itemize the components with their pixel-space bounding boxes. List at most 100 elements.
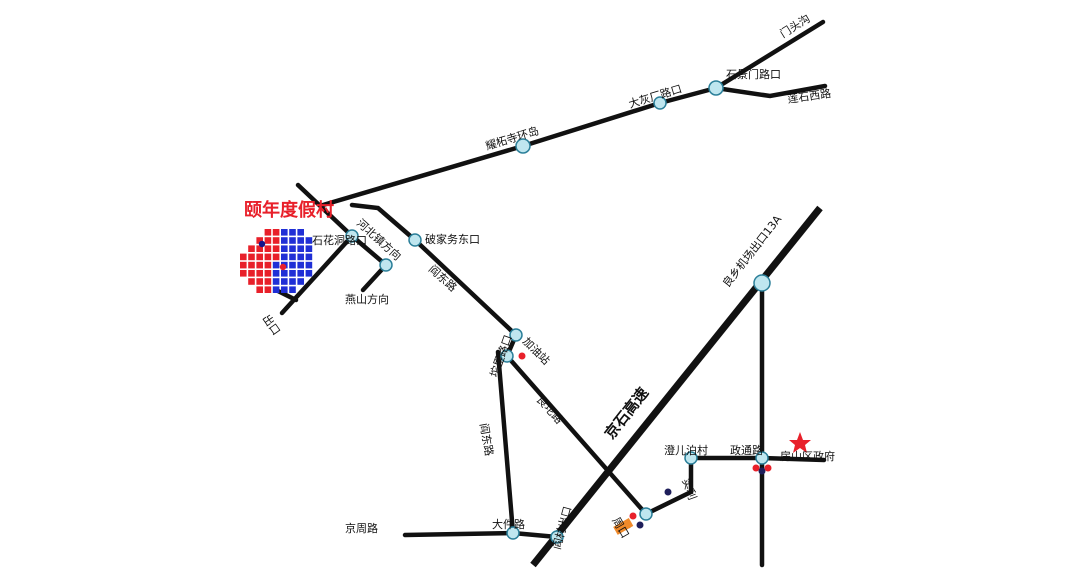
- markers: [518, 352, 811, 535]
- resort-logo-cell: [297, 245, 304, 252]
- resort-logo-cell: [272, 278, 280, 285]
- resort-logo-cell: [281, 237, 288, 244]
- resort-logo-cell: [264, 286, 272, 293]
- label-shanzheng: 出口: [260, 312, 284, 338]
- label-dajian: 大件路: [492, 517, 525, 531]
- resort-logo-cell: [272, 245, 280, 252]
- resort-logo-cell: [256, 286, 263, 293]
- node-shijingmen: [708, 80, 724, 96]
- node-yancun: [550, 530, 564, 544]
- government-star-icon: [789, 432, 811, 453]
- resort-logo-cell: [272, 261, 280, 269]
- resort-logo-cell: [281, 229, 288, 236]
- node-hebeizhen: [379, 258, 393, 272]
- road-to-mentougou: [713, 19, 826, 91]
- road-jingzhou-dajian: [402, 530, 560, 540]
- node-dahuichang: [653, 96, 667, 110]
- resort-logo-cell: [297, 229, 304, 236]
- fangshan-signal-mid: [758, 467, 766, 475]
- resort-logo-cell: [297, 261, 304, 269]
- resort-logo-cell: [264, 237, 272, 244]
- resort-logo-cell: [256, 237, 263, 244]
- resort-logo-cell: [289, 286, 296, 293]
- label-lianshixi: 莲石西路: [787, 87, 832, 106]
- label-jingshi: 京石高速: [601, 384, 652, 442]
- resort-logo-cell: [264, 253, 272, 261]
- resort-logo-cell: [264, 278, 272, 285]
- label-chenerdao: 澄儿泊村: [664, 443, 708, 457]
- resort-logo-cell: [281, 253, 288, 261]
- resort-logo-cell: [264, 261, 272, 269]
- label-shihuadong: 石花洞路口: [312, 234, 367, 247]
- resort-logo-cell: [272, 237, 280, 244]
- road-to-pojiazhuang: [349, 202, 418, 243]
- label-zhoudong-lower: 阎东路: [477, 422, 497, 457]
- node-chenerdao: [684, 451, 698, 465]
- label-mentougou: 门头沟: [777, 11, 812, 40]
- zhoukou-orange-marker: [613, 518, 634, 535]
- road-stub-topleft: [295, 182, 355, 239]
- resort-logo-cell: [305, 237, 313, 244]
- resort-logo-cell: [297, 278, 304, 285]
- label-yancun: 阎村出口: [549, 505, 574, 551]
- node-dajian: [506, 526, 520, 540]
- label-jingzhou: 京周路: [345, 521, 378, 535]
- resort-logo-cell: [289, 229, 296, 236]
- resort-logo-cell: [248, 245, 255, 252]
- resort-logo-cell: [305, 261, 313, 269]
- resort-logo-cell: [281, 286, 288, 293]
- resort-logo-cell: [256, 245, 263, 252]
- resort-logo-cell: [305, 245, 313, 252]
- resort-logo-cell: [264, 229, 272, 236]
- resort-logo-cell: [289, 270, 296, 277]
- resort-logo-cell: [297, 270, 304, 277]
- resort-logo-cell: [297, 237, 304, 244]
- resort-logo-cell: [289, 261, 296, 269]
- resort-logo-cell: [272, 286, 280, 293]
- resort-logo-cell: [289, 278, 296, 285]
- shili-marker: [664, 488, 672, 496]
- resort-logo-cell: [289, 253, 296, 261]
- resort-logo-cell: [305, 253, 313, 261]
- resort-logo-cell: [305, 270, 313, 277]
- resort-logo-dot-red: [279, 263, 287, 271]
- resort-logo-cell: [256, 270, 263, 277]
- label-jiayou: 加油站: [520, 334, 553, 367]
- resort-logo-cell: [272, 270, 280, 277]
- node-pojiazhuang: [408, 233, 422, 247]
- resort-logo-cell: [256, 261, 263, 269]
- label-liangxiang: 良乡机场出口13A: [719, 212, 784, 290]
- resort-logo-cell: [240, 270, 247, 277]
- gas-station-marker: [518, 352, 526, 360]
- resort-logo-cell: [281, 278, 288, 285]
- resort-logo-cell: [281, 270, 288, 277]
- label-shijingmen: 石景门路口: [726, 67, 781, 81]
- resort-logo-cell: [272, 229, 280, 236]
- resort-logo-cell: [264, 245, 272, 252]
- resort-logo: [240, 229, 313, 293]
- fangshan-signal-right: [764, 464, 772, 472]
- resort-logo-cell: [248, 278, 255, 285]
- resort-logo-cell: [248, 253, 255, 261]
- road-to-lianshixi: [713, 83, 828, 99]
- label-fangshan: 房山区政府: [780, 449, 835, 463]
- resort-logo-cell: [289, 237, 296, 244]
- zhoukou-signal-right: [636, 521, 644, 529]
- resort-logo-cell: [289, 245, 296, 252]
- node-liangxiang: [753, 274, 771, 292]
- node-zhoudong-mid: [509, 328, 523, 342]
- node-yaozhuan: [515, 138, 531, 154]
- road-shili-spur: [643, 455, 694, 517]
- resort-logo-cell: [256, 253, 263, 261]
- node-zhoukou: [639, 507, 653, 521]
- resort-logo-cell: [248, 261, 255, 269]
- road-yaozhuan-shijingmen: [320, 85, 719, 208]
- resort-logo-cell: [240, 253, 247, 261]
- resort-logo-cell: [297, 253, 304, 261]
- node-huangyuan: [500, 349, 514, 363]
- label-pojiazhuang: 破家务东口: [425, 232, 480, 246]
- resort-name: 颐年度假村: [244, 199, 334, 221]
- resort-logo-dot-blue: [258, 240, 266, 248]
- label-liangtuo: 良坨路: [534, 393, 566, 427]
